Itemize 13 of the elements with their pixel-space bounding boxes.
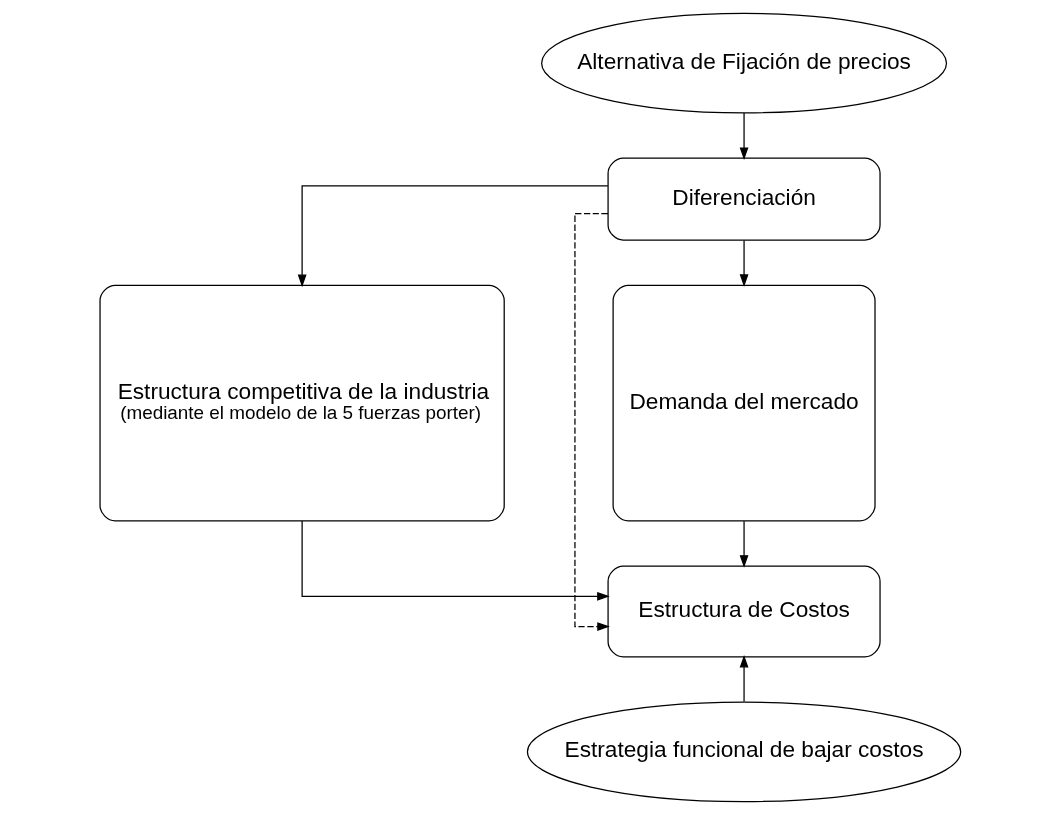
arrow xyxy=(739,112,749,161)
node-box: Estructura competitiva de la industria (mediante el modelo de la 5 fuerzas porter) xyxy=(99,284,505,522)
node-box: Estructura de Costos xyxy=(607,565,881,658)
arrow xyxy=(574,212,610,631)
node-box: Demanda del mercado xyxy=(612,284,876,522)
arrow xyxy=(739,520,749,568)
arrow xyxy=(297,185,609,288)
node-ellipse: Estrategia funcional de bajar costos xyxy=(526,701,962,803)
arrow xyxy=(739,239,749,287)
arrow xyxy=(301,520,610,601)
node-box: Diferenciación xyxy=(607,157,881,241)
node-ellipse: Alternativa de Fijación de precios xyxy=(541,12,948,114)
arrow xyxy=(739,654,749,703)
